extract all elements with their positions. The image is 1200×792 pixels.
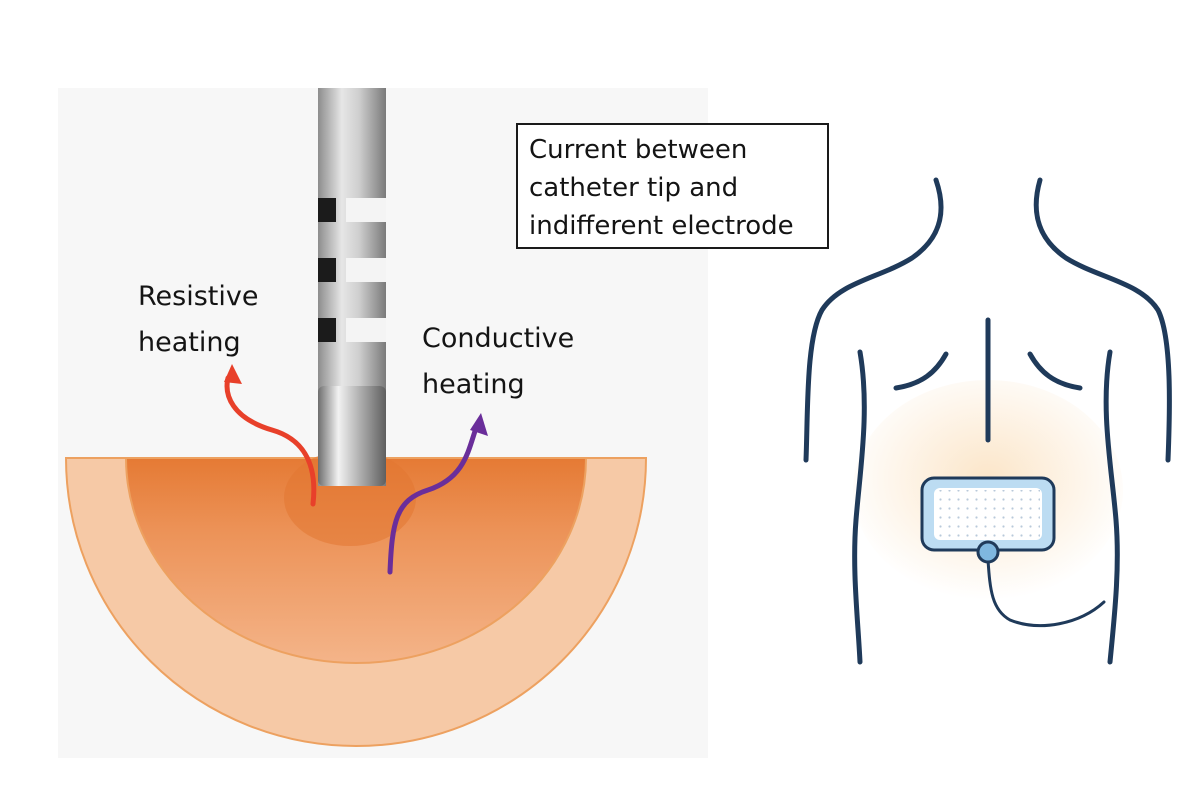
- dispersive-electrode-pad: [920, 476, 1056, 564]
- electrode-cable: [986, 558, 1106, 627]
- current-path-callout-box: Current between catheter tip and indiffe…: [516, 123, 829, 249]
- callout-line-1: Current between: [529, 135, 748, 165]
- callout-line-3: indifferent electrode: [529, 211, 794, 241]
- catheter-ring-electrodes: [318, 198, 386, 342]
- resistive-heating-label-line-2: heating: [138, 327, 241, 358]
- catheter-tip: [318, 386, 386, 486]
- torso-outline: [803, 177, 1172, 665]
- catheter-electrode: [318, 88, 386, 486]
- tissue-heating-zones: [64, 450, 648, 747]
- conductive-heating-arrow: [387, 413, 488, 575]
- callout-line-2: catheter tip and: [529, 173, 739, 203]
- resistive-heating-label: Resistive heating: [138, 274, 258, 366]
- conductive-heating-label: Conductive heating: [422, 316, 574, 408]
- conductive-heating-label-line-1: Conductive: [422, 323, 575, 354]
- conductive-heating-label-line-2: heating: [422, 369, 525, 400]
- resistive-heating-label-line-1: Resistive: [138, 281, 259, 312]
- inner-tissue-zone: [124, 457, 588, 664]
- resistive-heating-arrow: [224, 364, 317, 507]
- electrode-connector: [976, 540, 1000, 564]
